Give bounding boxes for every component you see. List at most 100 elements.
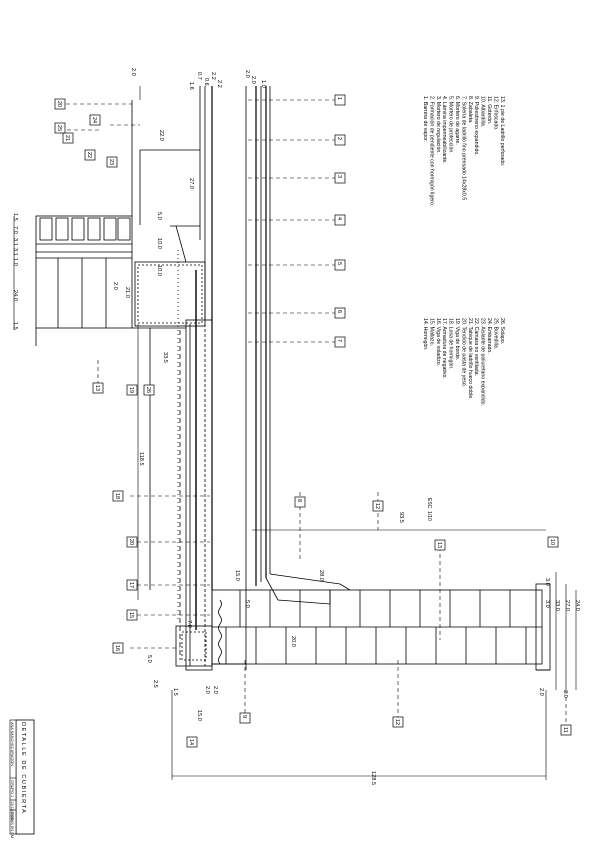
- callout-18: 18: [112, 490, 124, 502]
- legend-a: 1. Barrera de vapor.2. Formación de pend…: [422, 96, 505, 206]
- svg-text:6: 6: [336, 310, 342, 313]
- callout-2: 2: [334, 134, 346, 146]
- legend_a-item: 13. 1 pie de Ladrillo perforado.: [499, 96, 505, 166]
- callout-8: 8: [294, 496, 306, 508]
- dimension-label: 2.0: [250, 76, 256, 84]
- legend_b-item: 14. Hormigón.: [422, 318, 428, 351]
- legend_a-item: 11. Goterón.: [486, 96, 492, 124]
- cavity-wall: [35, 215, 133, 329]
- legend_a-item: 8. Zabaleta.: [467, 96, 473, 123]
- callout-13: 13: [434, 539, 446, 551]
- callout-22: 22: [84, 149, 96, 161]
- dimension-label: 2.0: [562, 690, 568, 698]
- dimension-label: 2.2: [210, 72, 216, 80]
- callout-10: 10: [547, 536, 559, 548]
- svg-text:12: 12: [374, 503, 380, 509]
- callout-3: 3: [334, 172, 346, 184]
- svg-text:12: 12: [394, 719, 400, 725]
- svg-text:7: 7: [336, 339, 342, 342]
- callout-9: 9: [239, 712, 251, 724]
- edge-beam: [134, 261, 206, 327]
- insulation: [218, 599, 222, 665]
- dimension-label: 10.0: [156, 238, 162, 249]
- dimension-label: 1.6: [188, 82, 194, 90]
- callout-5: 5: [334, 259, 346, 271]
- legend_b-item: 25. Bovedilla.: [492, 318, 498, 349]
- callout-6: 6: [334, 307, 346, 319]
- svg-text:25: 25: [56, 125, 62, 131]
- cantilever-beam: [175, 625, 213, 667]
- dimension-label: 3.1: [12, 238, 18, 246]
- callout-12: 12: [372, 500, 384, 512]
- svg-text:8: 8: [296, 499, 302, 502]
- legend_a-item: 12. Enfoscado.: [492, 96, 498, 131]
- dimension-label: 2.5: [152, 680, 158, 688]
- svg-text:4: 4: [336, 217, 342, 220]
- legend_a-item: 10. Albardilla.: [480, 96, 486, 127]
- callout-12: 12: [392, 716, 404, 728]
- svg-text:24: 24: [91, 117, 97, 123]
- callout-14: 14: [186, 736, 198, 748]
- dimension-label: 2.0: [112, 282, 118, 290]
- legend_b-item: 21. Tabique de ladrillo hueco doble.: [467, 318, 473, 400]
- dimension-label: 1.0: [260, 80, 266, 88]
- dimension-label: 0.6: [203, 78, 209, 86]
- callout-13: 13: [92, 382, 104, 394]
- dimension-label: 2.0: [212, 686, 218, 694]
- svg-text:14: 14: [188, 739, 194, 745]
- callout-24: 24: [89, 114, 101, 126]
- callout-1: 1: [334, 94, 346, 106]
- dimension-label: 24.0: [12, 290, 18, 301]
- callout-20: 20: [54, 98, 66, 110]
- dimension-label: 15.0: [196, 710, 202, 721]
- dimension-label: 1.0: [12, 258, 18, 266]
- callout-4: 4: [334, 214, 346, 226]
- dimension-label: 7.0: [186, 620, 192, 628]
- svg-text:19: 19: [128, 387, 134, 393]
- callout-21: 21: [62, 132, 74, 144]
- title-block-title: DETALLE DE CUBIERTA: [20, 722, 26, 814]
- legend-b: 14. Hormigón.15. Mallazo.16. Viga de vol…: [422, 318, 505, 406]
- legend_a-item: 3. Mortero de regulación.: [435, 96, 441, 154]
- dimension-label: 27.0: [564, 600, 570, 611]
- dimension-label: 1.5: [12, 322, 18, 330]
- svg-text:22: 22: [86, 152, 92, 158]
- svg-text:20: 20: [56, 101, 62, 107]
- svg-text:20: 20: [128, 539, 134, 545]
- title-block-date: 12/12/2008: [10, 801, 14, 820]
- callout-25: 25: [54, 122, 66, 134]
- dimension-label: 10.0: [156, 265, 162, 276]
- legend_a-item: 4. Lámina impermeabilizante.: [441, 96, 447, 164]
- svg-text:15: 15: [128, 612, 134, 618]
- legend_b-item: 19. Viga de borde.: [454, 318, 460, 360]
- dimension-label: 2.0: [244, 70, 250, 78]
- svg-text:17: 17: [128, 582, 134, 588]
- legend_b-item: 15. Mallazo.: [428, 318, 434, 346]
- svg-text:1: 1: [336, 97, 342, 100]
- dimension-lines: [13, 86, 577, 780]
- svg-text:3: 3: [336, 175, 342, 178]
- svg-text:16: 16: [114, 645, 120, 651]
- dimension-label: 3.0: [544, 578, 550, 586]
- legend_b-item: 24. Embarrado.: [486, 318, 492, 354]
- dimension-label: 2.0: [204, 686, 210, 694]
- title-block-group: GRUPO 1: [10, 780, 14, 797]
- legend_a-item: 6. Mortero de agarre.: [454, 96, 460, 145]
- callout-19: 19: [126, 384, 138, 396]
- svg-text:23: 23: [108, 159, 114, 165]
- legend_a-item: 5. Mortero de protección.: [448, 96, 454, 154]
- callout-7: 7: [334, 336, 346, 348]
- svg-text:26: 26: [145, 387, 151, 393]
- dimension-label: 7.0: [12, 226, 18, 234]
- dimension-label: 1.5: [172, 688, 178, 696]
- callout-16: 16: [112, 642, 124, 654]
- callout-17: 17: [126, 579, 138, 591]
- callout-11: 11: [560, 724, 572, 736]
- dimension-label: 2.0: [130, 68, 136, 76]
- dimension-label: 21.0: [124, 287, 130, 298]
- callout-20: 20: [126, 536, 138, 548]
- callout-labels: 1234567891011121213131415161718192020212…: [54, 94, 572, 748]
- legend_b-item: 22. Cámara no ventilada.: [473, 318, 479, 376]
- svg-text:2: 2: [336, 137, 342, 140]
